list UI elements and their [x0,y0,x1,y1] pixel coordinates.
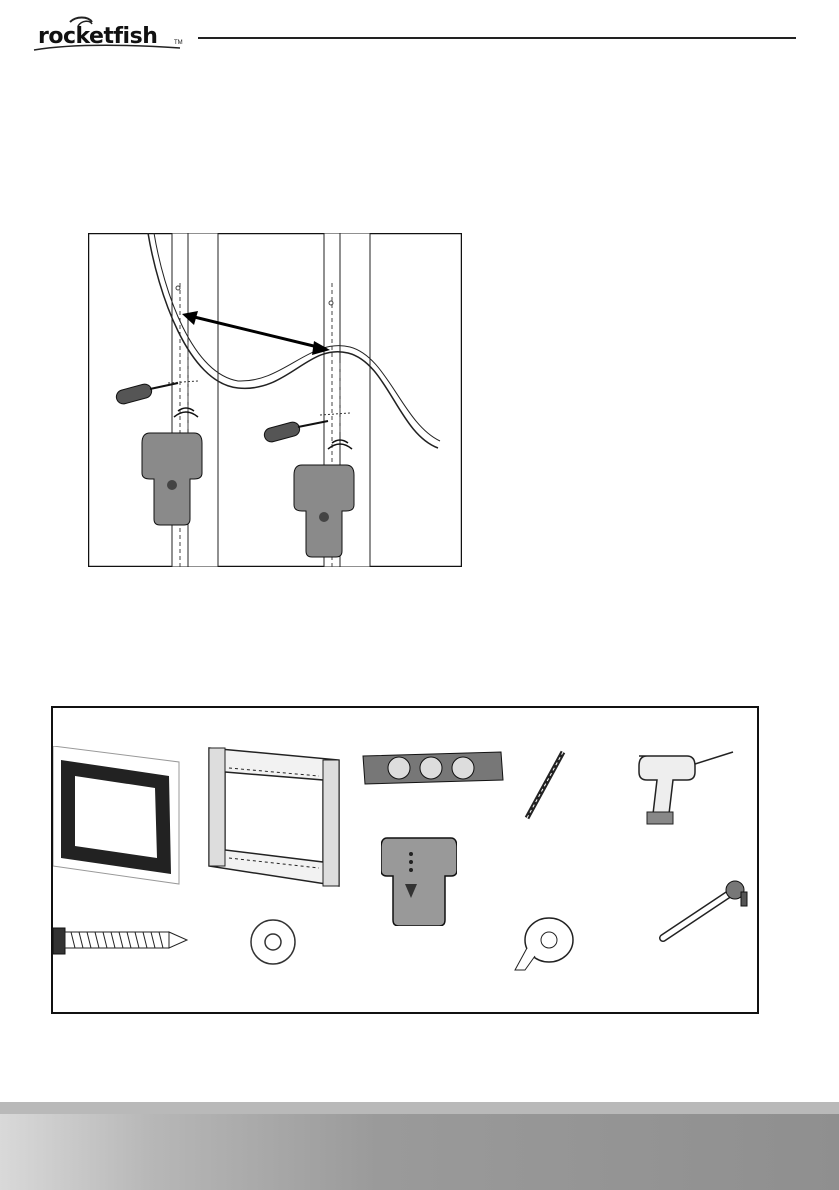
mounting-template-icon [53,746,181,886]
brand-name: rocketfish [38,24,157,49]
power-drill-icon [635,748,737,828]
header-rule [198,37,796,39]
level-icon [361,748,505,788]
tools-parts-panel [51,706,759,1014]
stud-finder-wall-diagram [88,233,462,567]
tape-icon [509,914,579,974]
washer-icon [247,918,301,968]
stud-finder-icon [381,834,457,926]
drill-bit-icon [523,750,569,822]
lag-bolt-icon [51,924,191,960]
trademark: TM [174,40,183,46]
footer-band [0,1102,839,1190]
wall-plate-icon [205,746,341,888]
footer-band-top [0,1102,839,1114]
socket-wrench-icon [655,876,749,946]
